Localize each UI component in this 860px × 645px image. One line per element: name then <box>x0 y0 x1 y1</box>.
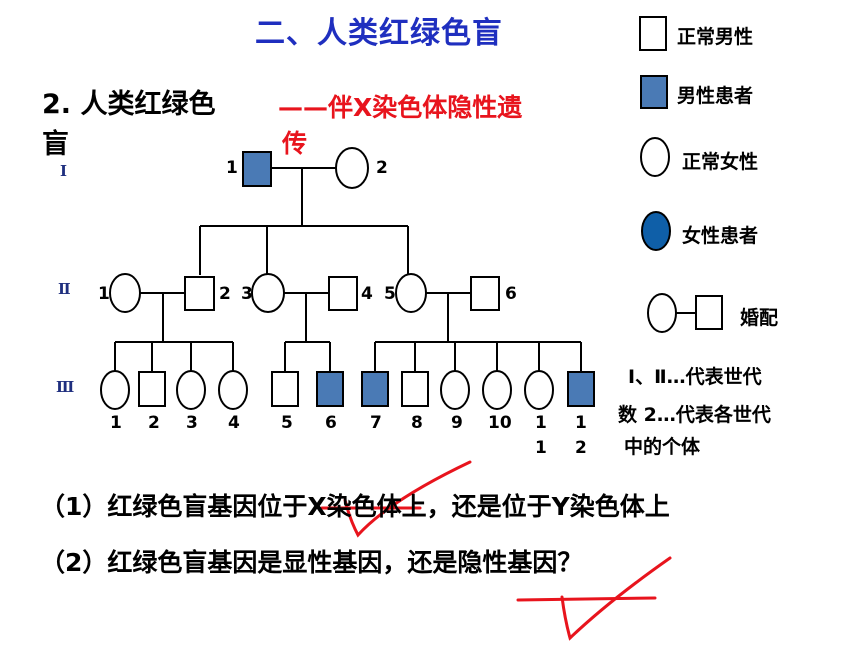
label-gen2-6: 6 <box>505 284 517 304</box>
label-gen3-6: 6 <box>325 413 337 433</box>
gen3-individual-11-female <box>524 370 554 410</box>
legend-marriage-male-symbol <box>695 295 723 330</box>
gen2-individual-1-female <box>109 273 141 313</box>
label-gen3-9: 9 <box>451 413 463 433</box>
gen3-individual-10-female <box>482 370 512 410</box>
legend-affected-male-label: 男性患者 <box>677 85 754 107</box>
question-2: （2）红绿色盲基因是显性基因，还是隐性基因？ <box>40 548 583 577</box>
legend-normal-male-symbol <box>639 16 667 51</box>
gen2-individual-2-male <box>184 276 215 311</box>
label-gen3-12-bottom: 2 <box>575 438 587 458</box>
subtitle-text: 人类红绿色 <box>80 89 216 120</box>
legend-affected-female-symbol <box>641 211 671 251</box>
gen1-individual-2-female <box>335 147 369 189</box>
gen3-individual-9-female <box>440 370 470 410</box>
gen3-individual-8-male <box>401 371 429 407</box>
label-gen3-3: 3 <box>186 413 198 433</box>
label-gen3-8: 8 <box>411 413 423 433</box>
gen3-individual-12-affected-male <box>567 371 595 407</box>
label-gen3-10: 10 <box>488 413 512 433</box>
inheritance-type-label-2: 传 <box>282 129 308 158</box>
subtitle-number: 2. <box>42 89 72 120</box>
label-gen1-2: 2 <box>376 158 388 178</box>
label-gen3-5: 5 <box>281 413 293 433</box>
check-mark-1 <box>343 460 472 538</box>
gen3-individual-1-female <box>100 370 130 410</box>
page-title: 二、人类红绿色盲 <box>255 16 503 51</box>
gen3-individual-3-female <box>176 370 206 410</box>
generation-marker-1: Ⅰ <box>60 162 68 180</box>
gen3-individual-6-affected-male <box>316 371 344 407</box>
label-gen1-1: 1 <box>226 158 238 178</box>
label-gen3-11-bottom: 1 <box>535 438 547 458</box>
label-gen3-2: 2 <box>148 413 160 433</box>
legend-normal-male-label: 正常男性 <box>677 26 754 48</box>
generation-marker-2: Ⅱ <box>58 280 71 298</box>
label-gen3-11-top: 1 <box>535 413 547 433</box>
generation-marker-3: Ⅲ <box>56 378 75 396</box>
pedigree-lines <box>114 167 582 372</box>
gen3-individual-7-affected-male <box>361 371 389 407</box>
gen1-individual-1-affected-male <box>242 151 272 187</box>
label-gen2-4: 4 <box>361 284 373 304</box>
red-annotations <box>320 460 672 641</box>
label-gen3-4: 4 <box>228 413 240 433</box>
legend-affected-female-label: 女性患者 <box>682 225 759 247</box>
legend-note-line2: 数 2…代表各世代 <box>618 404 771 426</box>
section-subtitle: 2. 人类红绿色 <box>42 82 215 121</box>
inheritance-type-label: ——伴X染色体隐性遗 <box>278 93 523 122</box>
gen2-individual-5-female <box>395 273 427 313</box>
label-gen2-1: 1 <box>98 284 110 304</box>
gen3-individual-2-male <box>138 371 166 407</box>
label-gen3-12-top: 1 <box>575 413 587 433</box>
label-gen2-2: 2 <box>219 284 231 304</box>
label-gen3-1: 1 <box>110 413 122 433</box>
legend-marriage-female-symbol <box>647 293 677 333</box>
gen2-individual-4-male <box>328 276 358 311</box>
question-1: （1）红绿色盲基因位于X染色体上，还是位于Y染色体上 <box>40 492 670 521</box>
subtitle-line2: 盲 <box>42 129 69 160</box>
label-gen2-3: 3 <box>241 284 253 304</box>
legend-note-line1: Ⅰ、Ⅱ…代表世代 <box>628 366 762 388</box>
legend-affected-male-symbol <box>640 75 668 109</box>
label-gen3-7: 7 <box>370 413 382 433</box>
label-gen2-5: 5 <box>384 284 396 304</box>
legend-normal-female-label: 正常女性 <box>682 151 759 173</box>
gen3-individual-4-female <box>218 370 248 410</box>
gen2-individual-3-female <box>251 273 285 313</box>
legend-note-line3: 中的个体 <box>624 436 701 458</box>
gen3-individual-5-male <box>271 371 299 407</box>
legend-marriage-label: 婚配 <box>740 307 779 329</box>
gen2-individual-6-male <box>470 276 500 311</box>
check-mark-2 <box>560 556 672 641</box>
legend-normal-female-symbol <box>640 137 670 177</box>
underline-2 <box>516 596 657 602</box>
